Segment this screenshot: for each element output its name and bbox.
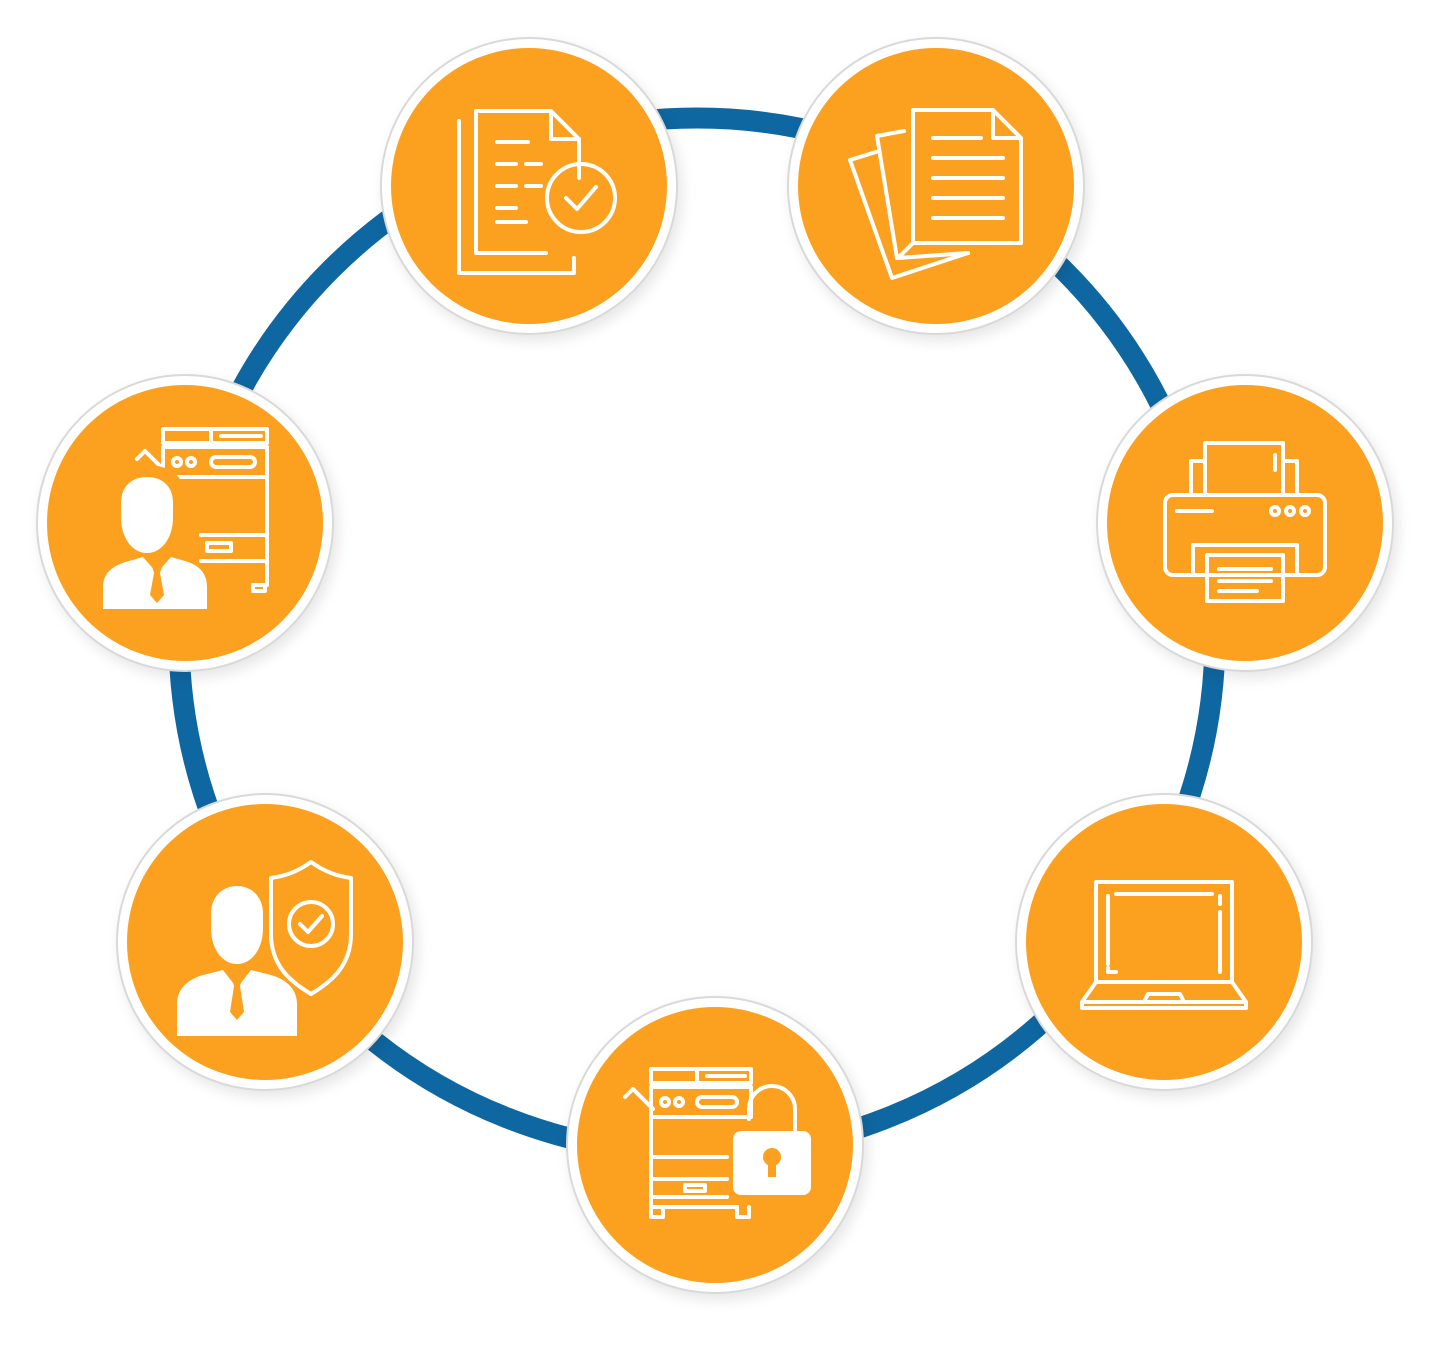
node-user-copier <box>36 374 334 672</box>
node-user-security <box>116 793 414 1091</box>
node-laptop <box>1015 793 1313 1091</box>
node-fill <box>1026 804 1302 1080</box>
document-check-icon <box>391 48 667 324</box>
documents-stack-icon <box>798 48 1074 324</box>
copier-lock-icon <box>577 1007 853 1283</box>
node-fill <box>391 48 667 324</box>
node-document-approval <box>380 37 678 335</box>
node-fill <box>127 804 403 1080</box>
node-secure-copier <box>566 996 864 1294</box>
node-fill <box>1107 385 1383 661</box>
node-fill <box>47 385 323 661</box>
node-paper-documents <box>787 37 1085 335</box>
laptop-icon <box>1026 804 1302 1080</box>
node-printer <box>1096 374 1394 672</box>
node-fill <box>798 48 1074 324</box>
printer-icon <box>1107 385 1383 661</box>
user-shield-icon <box>127 804 403 1080</box>
user-copier-icon <box>47 385 323 661</box>
node-fill <box>577 1007 853 1283</box>
